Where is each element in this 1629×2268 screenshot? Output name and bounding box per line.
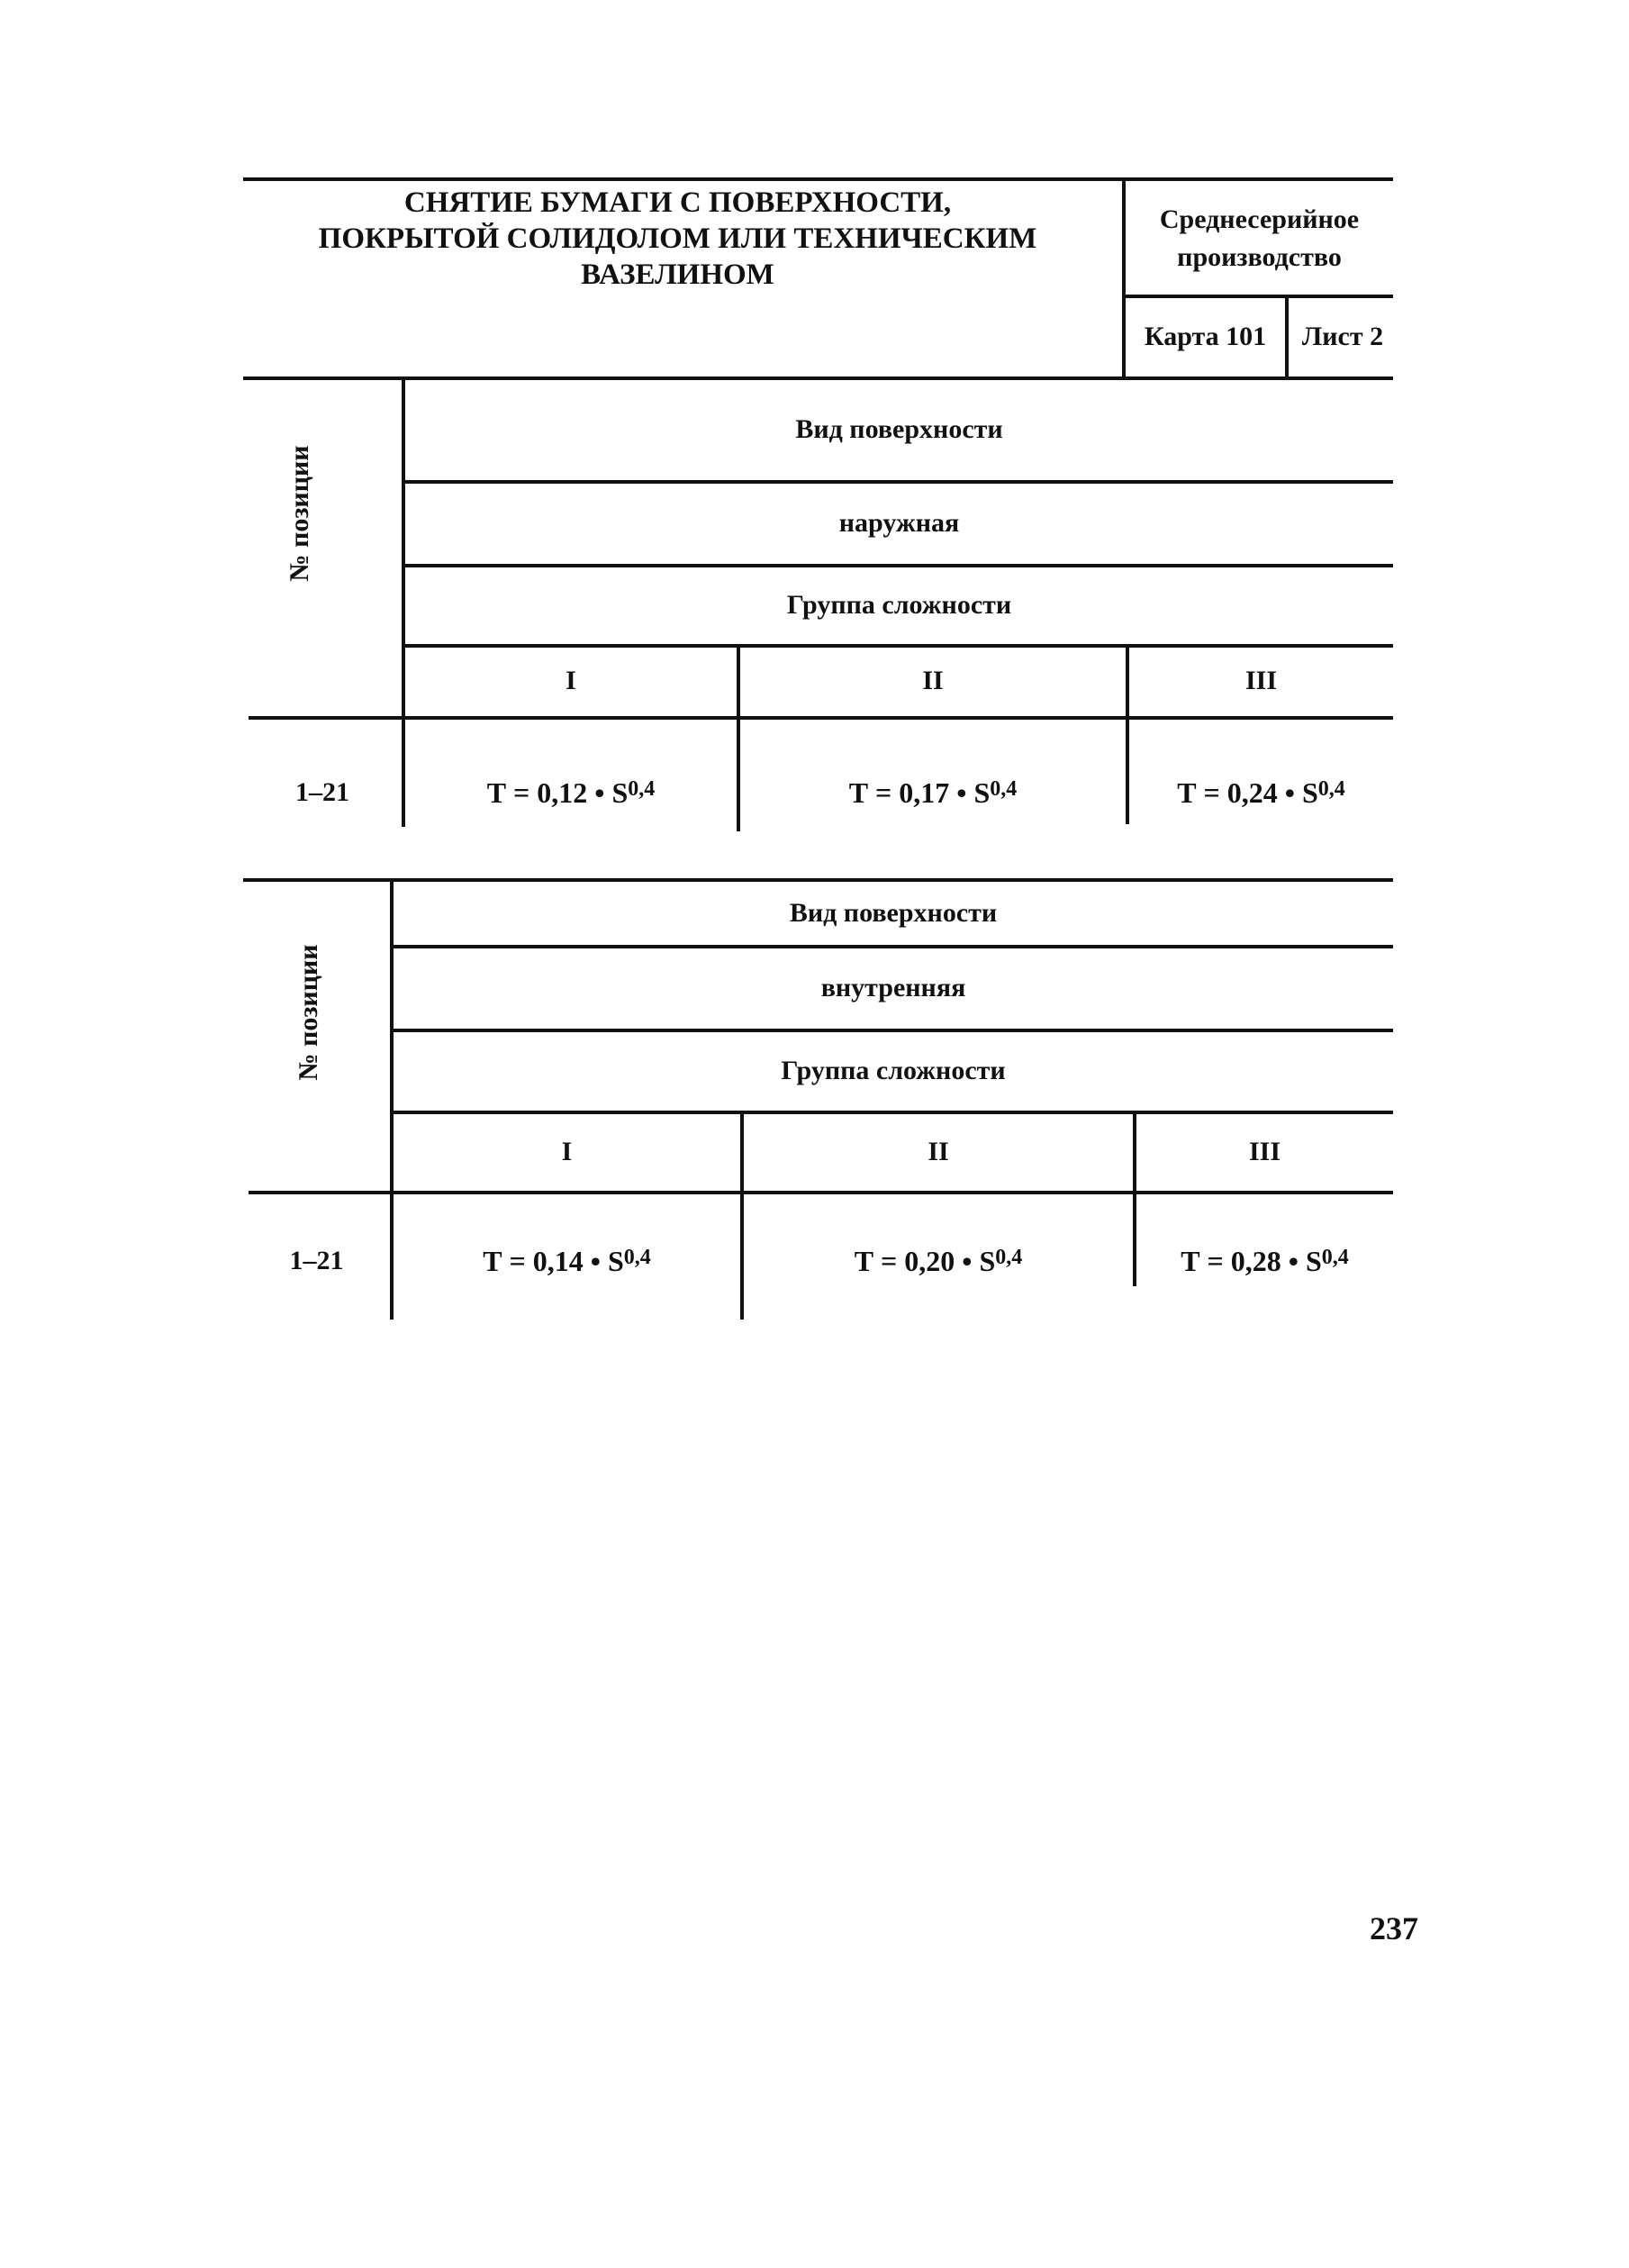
table2-group-3: III — [1248, 1137, 1281, 1166]
title-line-1: СНЯТИЕ БУМАГИ С ПОВЕРХНОСТИ, — [403, 186, 952, 219]
table1-group-1: I — [566, 666, 576, 695]
table1-surface-type: наружная — [838, 508, 960, 538]
table1-rule-4 — [249, 716, 1393, 720]
card-number: Карта 101 — [1144, 322, 1267, 351]
table2-rule-2 — [394, 1029, 1393, 1032]
header-top-rule — [243, 177, 1393, 181]
table1-formula-1-exponent: 0,4 — [628, 776, 656, 801]
production-type: Среднесерийное производство — [1126, 200, 1393, 277]
sheet-number: Лист 2 — [1301, 322, 1384, 351]
table1-position-divider — [402, 376, 405, 827]
table1-formula-3-base: Т = 0,24 • S — [1177, 776, 1318, 809]
title-line-2: ПОКРЫТОЙ СОЛИДОЛОМ ИЛИ ТЕХНИЧЕСКИМ ВАЗЕЛ… — [318, 222, 1037, 291]
table1-rule-3 — [405, 644, 1393, 648]
table2-col-divider-2 — [1133, 1111, 1136, 1286]
table2-surface-label: Вид поверхности — [789, 898, 998, 928]
table2-formula-2-base: Т = 0,20 • S — [854, 1244, 996, 1277]
table1-top-rule — [243, 376, 1393, 380]
table1-formula-1-base: Т = 0,12 • S — [486, 776, 629, 809]
table1-col-divider-2 — [1126, 644, 1129, 824]
table1-position-header: № позиции — [285, 445, 314, 582]
table1-surface-label: Вид поверхности — [795, 414, 1003, 444]
table1-rule-1 — [405, 480, 1393, 484]
table2-formula-1-exponent: 0,4 — [623, 1245, 651, 1269]
table2-position-header: № позиции — [294, 944, 323, 1081]
table2-formula-2-exponent: 0,4 — [995, 1245, 1023, 1269]
production-line-1: Среднесерийное — [1159, 204, 1360, 234]
table2-formula-3-base: Т = 0,28 • S — [1181, 1244, 1322, 1277]
production-line-2: производство — [1177, 242, 1342, 272]
table1-formula-3-exponent: 0,4 — [1317, 776, 1345, 801]
table1-rule-2 — [405, 564, 1393, 567]
table2-row-position: 1–21 — [289, 1246, 344, 1275]
table1-col-divider-1 — [737, 644, 740, 831]
table1-group-2: II — [922, 666, 944, 695]
table2-col-divider-1 — [740, 1111, 744, 1320]
page-number: 237 — [1370, 1910, 1418, 1946]
table2-position-divider — [390, 878, 394, 1320]
table1-formula-2-exponent: 0,4 — [990, 776, 1018, 801]
table2-rule-4 — [249, 1191, 1393, 1194]
table2-group-1: I — [561, 1137, 573, 1166]
document-title: СНЯТИЕ БУМАГИ С ПОВЕРХНОСТИ, ПОКРЫТОЙ СО… — [239, 186, 1117, 291]
table1-row-position: 1–21 — [295, 777, 349, 807]
table1-group-3: III — [1244, 666, 1278, 695]
table2-surface-type: внутренняя — [820, 973, 966, 1002]
table2-formula-1-base: Т = 0,14 • S — [483, 1244, 624, 1277]
table2-rule-1 — [394, 945, 1393, 948]
card-sheet-divider — [1285, 295, 1289, 377]
table1-formula-2-base: Т = 0,17 • S — [848, 776, 991, 809]
table2-group-label: Группа сложности — [781, 1056, 1006, 1085]
table2-group-2: II — [928, 1137, 949, 1166]
header-middle-rule — [1122, 295, 1393, 298]
header-divider — [1122, 177, 1126, 377]
table1-group-label: Группа сложности — [786, 590, 1012, 620]
table2-rule-3 — [394, 1111, 1393, 1114]
table2-formula-3-exponent: 0,4 — [1321, 1245, 1349, 1269]
table2-top-rule — [243, 878, 1393, 882]
